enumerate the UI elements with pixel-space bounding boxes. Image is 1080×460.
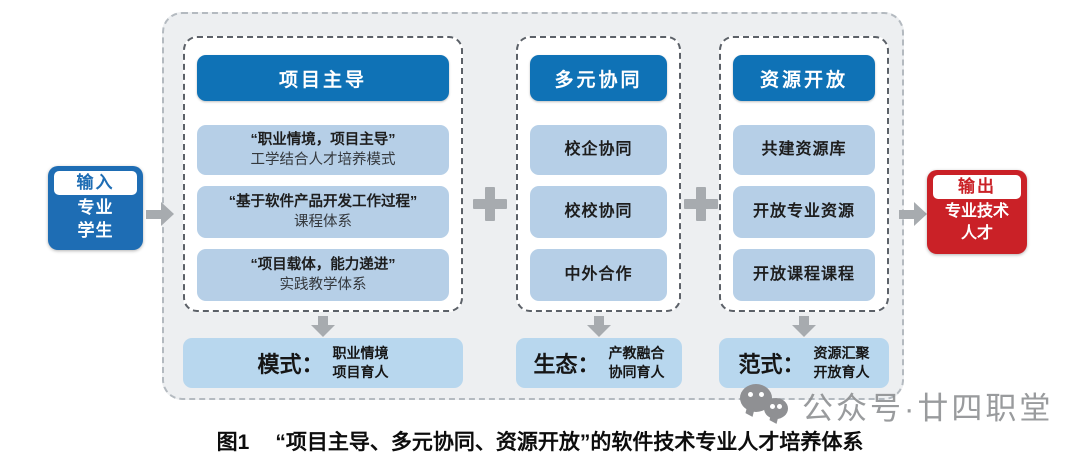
input-line: 专业 <box>77 198 114 217</box>
item-title: 中外合作 <box>564 265 633 283</box>
pillar-multi-collaboration-header: 多元协同 <box>530 55 667 101</box>
item-title: “项目载体，能力递进” <box>250 256 396 273</box>
pillar-open-resources-header: 资源开放 <box>733 55 875 101</box>
summary-line: 协同育人 <box>608 364 665 380</box>
arrow-down-icon <box>310 316 336 338</box>
pillar-item: 校校协同 <box>530 186 667 238</box>
input-line: 学生 <box>77 220 114 240</box>
summary-line: 项目育人 <box>332 364 389 380</box>
pillar-item: 共建资源库 <box>733 125 875 175</box>
item-subtitle: 课程体系 <box>294 214 352 230</box>
pillar-item: “项目载体，能力递进” 实践教学体系 <box>197 249 449 301</box>
figure-label: 图1 <box>216 431 250 454</box>
pillar-item: 校企协同 <box>530 125 667 175</box>
summary-line: 资源汇聚 <box>813 345 870 362</box>
input-node: 输入 专业 学生 <box>48 166 143 250</box>
arrow-down-icon <box>791 316 817 338</box>
figure-title: “项目主导、多元协同、资源开放”的软件技术专业人才培养体系 <box>275 431 864 454</box>
item-title: 开放专业资源 <box>752 202 855 220</box>
summary-label: 范式： <box>738 352 805 377</box>
pillar-item: 开放专业资源 <box>733 186 875 238</box>
arrow-right-icon <box>146 202 176 226</box>
summary-line: 产教融合 <box>608 345 665 362</box>
summary-paradigm: 范式： 资源汇聚 开放育人 <box>719 338 889 388</box>
item-title: 校校协同 <box>564 202 633 220</box>
summary-line: 开放育人 <box>813 364 870 380</box>
summary-label: 生态： <box>533 352 600 377</box>
pillar-item: 中外合作 <box>530 249 667 301</box>
output-node: 输出 专业技术 人才 <box>927 170 1027 254</box>
pillar-item: 开放课程课程 <box>733 249 875 301</box>
summary-line: 职业情境 <box>332 345 389 362</box>
plus-icon <box>684 187 718 221</box>
input-badge: 输入 <box>54 171 137 195</box>
output-line: 专业技术 <box>944 203 1009 220</box>
pillar-item: “职业情境，项目主导” 工学结合人才培养模式 <box>197 125 449 175</box>
pillar-item: “基于软件产品开发工作过程” 课程体系 <box>197 186 449 238</box>
item-title: “基于软件产品开发工作过程” <box>228 193 418 210</box>
output-badge: 输出 <box>933 175 1021 199</box>
arrow-right-icon <box>899 202 929 226</box>
item-title: “职业情境，项目主导” <box>250 131 396 148</box>
output-line: 人才 <box>960 224 993 242</box>
item-subtitle: 工学结合人才培养模式 <box>250 152 396 168</box>
item-subtitle: 实践教学体系 <box>279 277 367 293</box>
pillar-project-led-header: 项目主导 <box>197 55 449 101</box>
pillar-project-led: 项目主导 “职业情境，项目主导” 工学结合人才培养模式 “基于软件产品开发工作过… <box>183 36 463 312</box>
summary-label: 模式： <box>257 352 324 377</box>
item-title: 共建资源库 <box>761 140 847 158</box>
arrow-down-icon <box>586 316 612 338</box>
pillar-open-resources: 资源开放 共建资源库 开放专业资源 开放课程课程 <box>719 36 889 312</box>
summary-model: 模式： 职业情境 项目育人 <box>183 338 463 388</box>
item-title: 开放课程课程 <box>752 265 855 283</box>
item-title: 校企协同 <box>564 140 633 158</box>
pillar-multi-collaboration: 多元协同 校企协同 校校协同 中外合作 <box>516 36 681 312</box>
summary-ecosystem: 生态： 产教融合 协同育人 <box>516 338 682 388</box>
plus-icon <box>473 187 507 221</box>
figure-caption: 图1 “项目主导、多元协同、资源开放”的软件技术专业人才培养体系 <box>0 426 1080 456</box>
